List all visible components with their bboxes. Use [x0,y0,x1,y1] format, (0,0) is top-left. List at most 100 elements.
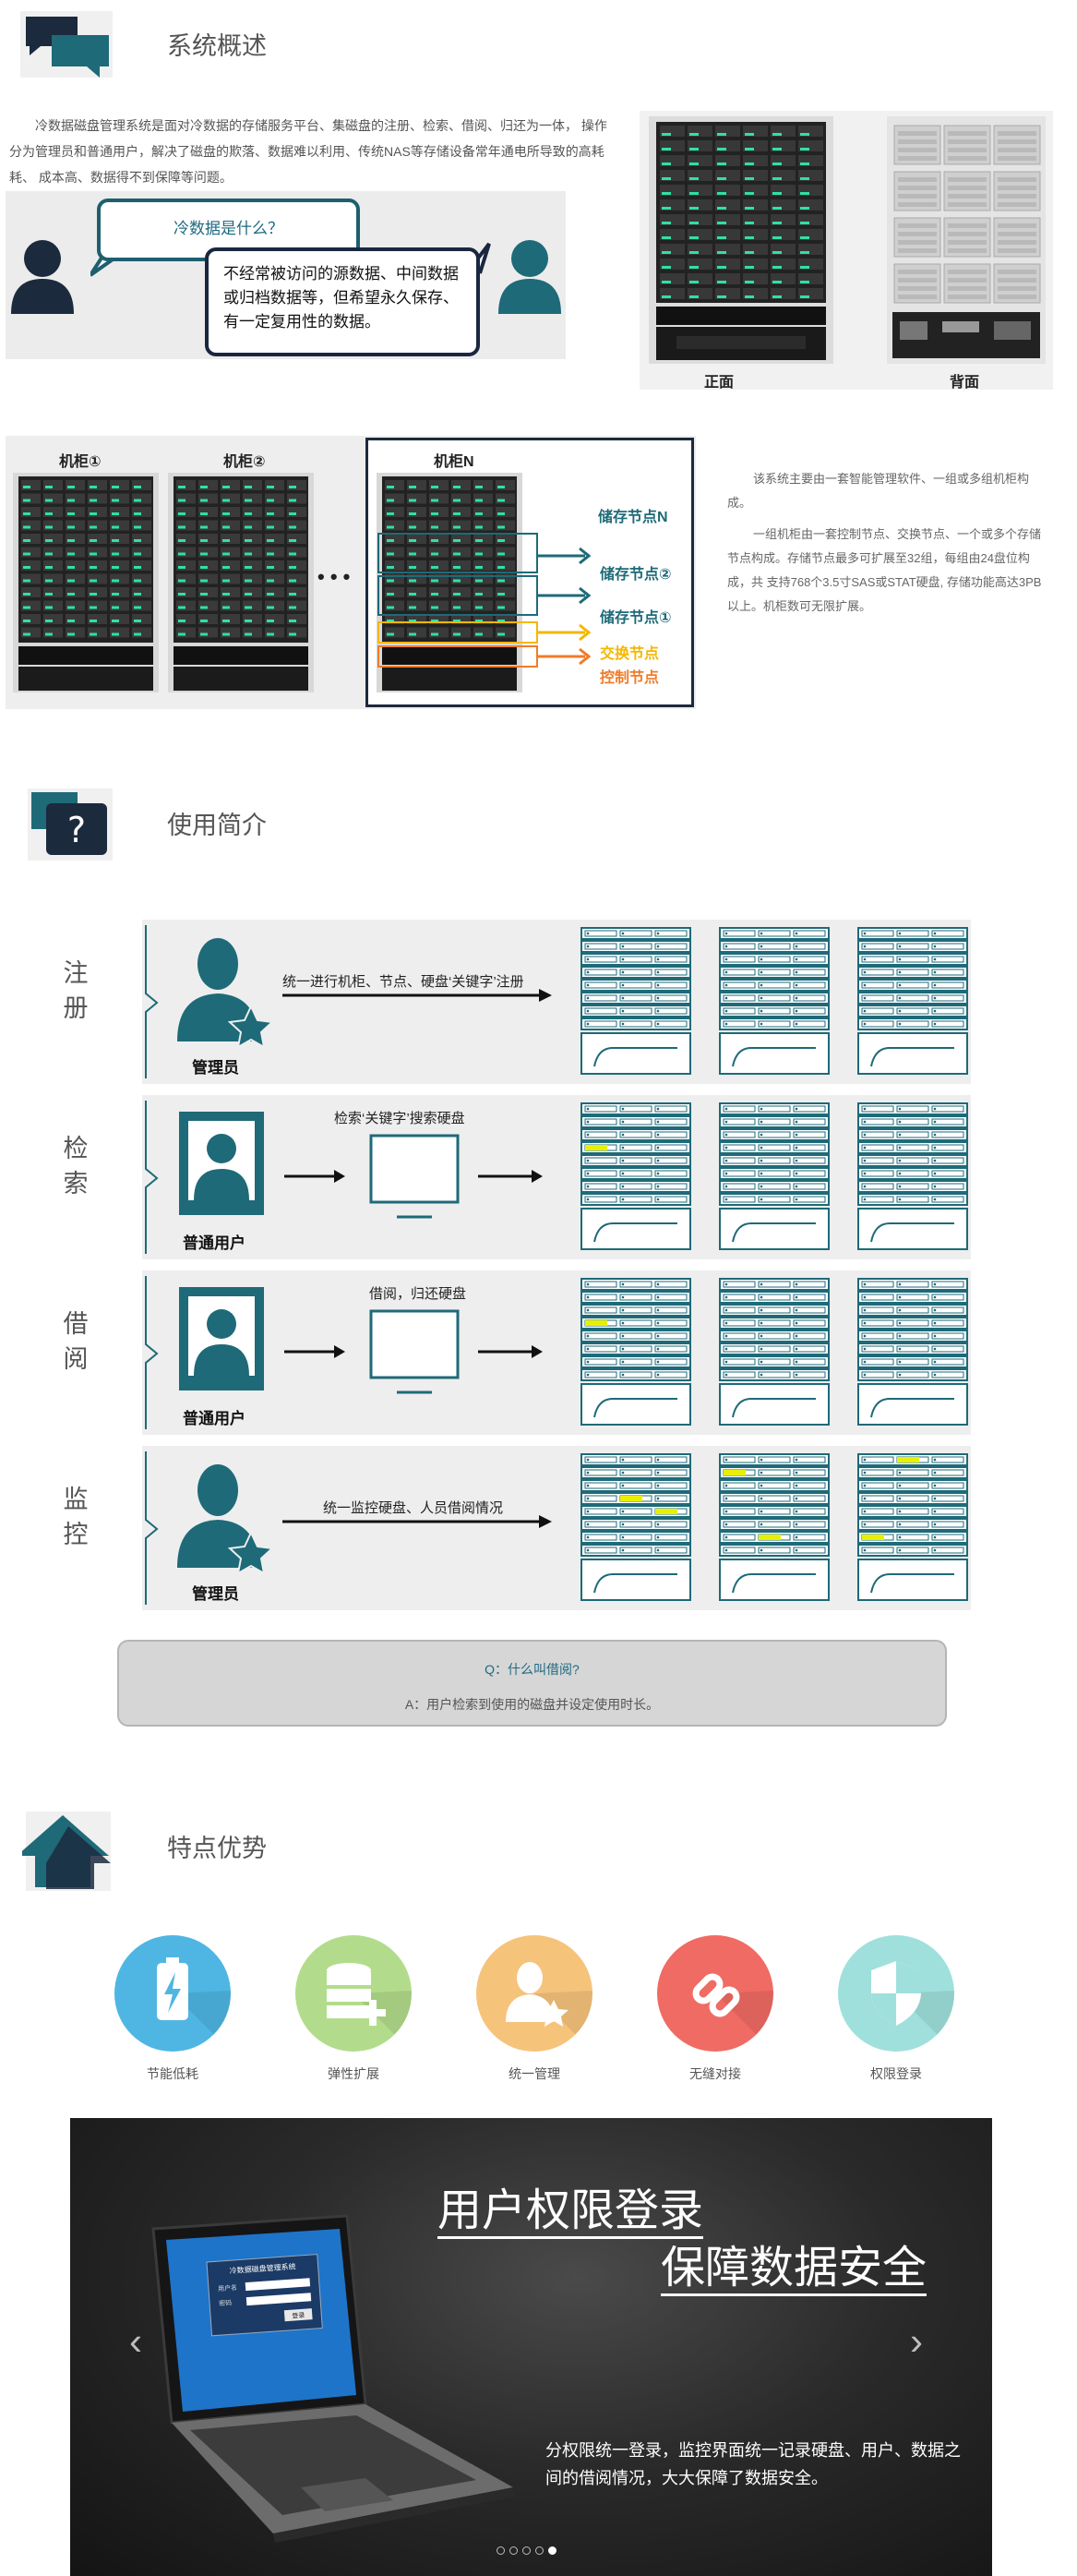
login-button-label: 登录 [292,2311,305,2320]
role-label: 管理员 [192,1059,239,1077]
cabinet-diagram: 机柜① 机柜② • • • 机柜N 储存节点N 储存节点② 储存节点① 交换节点… [6,436,696,709]
cabinet-desc-2: 一组机柜由一套控制节点、交换节点、一个或多个存储节点构成。存储节点最多可扩展至3… [727,527,1042,613]
usage-step-label: 借阅 [63,1310,89,1374]
flow-arrows [282,989,552,1002]
usage-step-label: 注册 [63,959,89,1023]
usage-step-text: 借阅，归还硬盘 [369,1286,467,1302]
cabinet-2-image [168,473,314,692]
usage-step-label: 检索 [63,1135,89,1198]
role-label: 管理员 [192,1585,239,1603]
cabinet-description: 该系统主要由一套智能管理软件、一组或多组机柜构成。 一组机柜由一套控制节点、交换… [727,467,1050,619]
usage-row-0 [142,920,971,1084]
banner-heading-1: 用户权限登录 [437,2185,704,2239]
login-user-input[interactable] [245,2278,311,2292]
banner-body: 分权限统一登录，监控界面统一记录硬盘、用户、数据之间的借阅情况，大大保障了数据安… [545,2441,961,2487]
disk-rack-icon [580,927,691,1075]
cabinet-1-label: 机柜① [59,454,102,470]
disk-rack-icon [857,927,968,1075]
flow-arrows [284,1309,543,1394]
disk-rack-icon [719,927,830,1075]
usage-step-text: 检索‘关键字’搜索硬盘 [334,1111,465,1126]
feature-item: 权限登录 [836,1935,956,2083]
storage-node-1-label: 储存节点① [600,610,672,626]
usage-row-2 [142,1270,971,1435]
admin-icon [177,1464,273,1575]
usage-row-3 [142,1446,971,1610]
bubble-answer: 不经常被访问的源数据、中间数据或归档数据等，但希望永久保存、有一定复用性的数据。 [205,247,480,356]
usage-step-label: 监控 [63,1486,89,1549]
carousel-prev-arrow[interactable]: ‹ [129,2319,142,2363]
login-user-label: 用户名 [218,2283,238,2293]
feature-item: 无缝对接 [655,1935,775,2083]
disk-rack-icon [857,1278,968,1426]
disk-rack-icon [719,1278,830,1426]
node-arrows [377,533,592,668]
feature-label: 无缝对接 [689,2066,741,2081]
usage-step-text: 统一进行机柜、节点、硬盘‘关键字’注册 [282,974,524,990]
feature-label: 权限登录 [870,2066,922,2081]
carousel-dots [497,2543,561,2559]
storage-node-n-label: 储存节点N [598,510,668,525]
features-title: 特点优势 [167,1835,267,1863]
carousel-dot[interactable] [522,2546,531,2555]
banner-carousel: 用户权限登录 保障数据安全 分权限统一登录，监控界面统一记录硬盘、用户、数据之间… [70,2118,992,2576]
user-icon-left [11,240,74,314]
step-bracket [145,925,159,1078]
feature-label: 弹性扩展 [328,2066,379,2081]
database-add-icon [295,1935,412,2052]
flow-arrows [282,1515,552,1528]
step-bracket [145,1101,159,1254]
role-label: 普通用户 [183,1234,245,1252]
role-label: 普通用户 [183,1410,245,1427]
usage-row-1 [142,1095,971,1259]
overview-intro: 冷数据磁盘管理系统是面对冷数据的存储服务平台、集磁盘的注册、检索、借阅、归还为一… [9,118,607,185]
chat-icon [17,7,113,81]
disk-rack-icon [857,1102,968,1250]
upload-arrow-icon [17,1810,114,1891]
cabinet-n-label: 机柜N [434,454,474,470]
question-icon: ? [24,787,116,861]
carousel-dot[interactable] [535,2546,544,2555]
link-icon [657,1935,773,2052]
feature-item: 统一管理 [474,1935,594,2083]
step-bracket [145,1276,159,1429]
carousel-dot[interactable] [509,2546,518,2555]
server-back-caption: 背面 [950,375,980,391]
carousel-next-arrow[interactable]: › [910,2319,923,2363]
disk-rack-icon [580,1278,691,1426]
svg-text:?: ? [67,810,86,850]
disk-rack-icon [719,1102,830,1250]
feature-item: 弹性扩展 [293,1935,413,2083]
control-node-label: 控制节点 [600,670,660,686]
carousel-dot-active[interactable] [548,2546,556,2555]
usage-title: 使用简介 [167,812,267,840]
banner-heading-2: 保障数据安全 [661,2242,927,2296]
user-portrait-icon [179,1112,264,1215]
qa-answer: A：用户检索到使用的磁盘并设定使用时长。 [404,1697,660,1712]
login-pass-label: 密码 [219,2298,233,2307]
usage-step-text: 统一监控硬盘、人员借阅情况 [323,1500,504,1516]
qa-question: Q：什么叫借阅? [485,1662,580,1677]
overview-title: 系统概述 [167,32,267,61]
laptop-image: 冷数据磁盘管理系统 用户名 密码 登录 [151,2214,515,2543]
user-icon-right [498,240,561,314]
server-front-caption: 正面 [704,375,735,391]
disk-rack-icon [580,1102,691,1250]
login-pass-input[interactable] [245,2293,312,2306]
login-button[interactable] [283,2308,313,2322]
cabinet-ellipsis: • • • [317,565,351,588]
flow-arrows [284,1134,543,1219]
disk-rack-icon [719,1453,830,1601]
cabinet-1-image [13,473,159,692]
server-back-image [887,116,1046,364]
switch-node-label: 交换节点 [600,646,660,662]
cabinet-n-image [377,473,522,692]
feature-label: 统一管理 [509,2066,560,2081]
storage-node-2-label: 储存节点② [600,567,672,583]
carousel-dot[interactable] [497,2546,505,2555]
cabinet-2-label: 机柜② [223,454,266,470]
admin-icon [177,938,273,1049]
user-portrait-icon [179,1287,264,1390]
server-front-image [649,116,833,364]
user-star-icon [476,1935,592,2052]
